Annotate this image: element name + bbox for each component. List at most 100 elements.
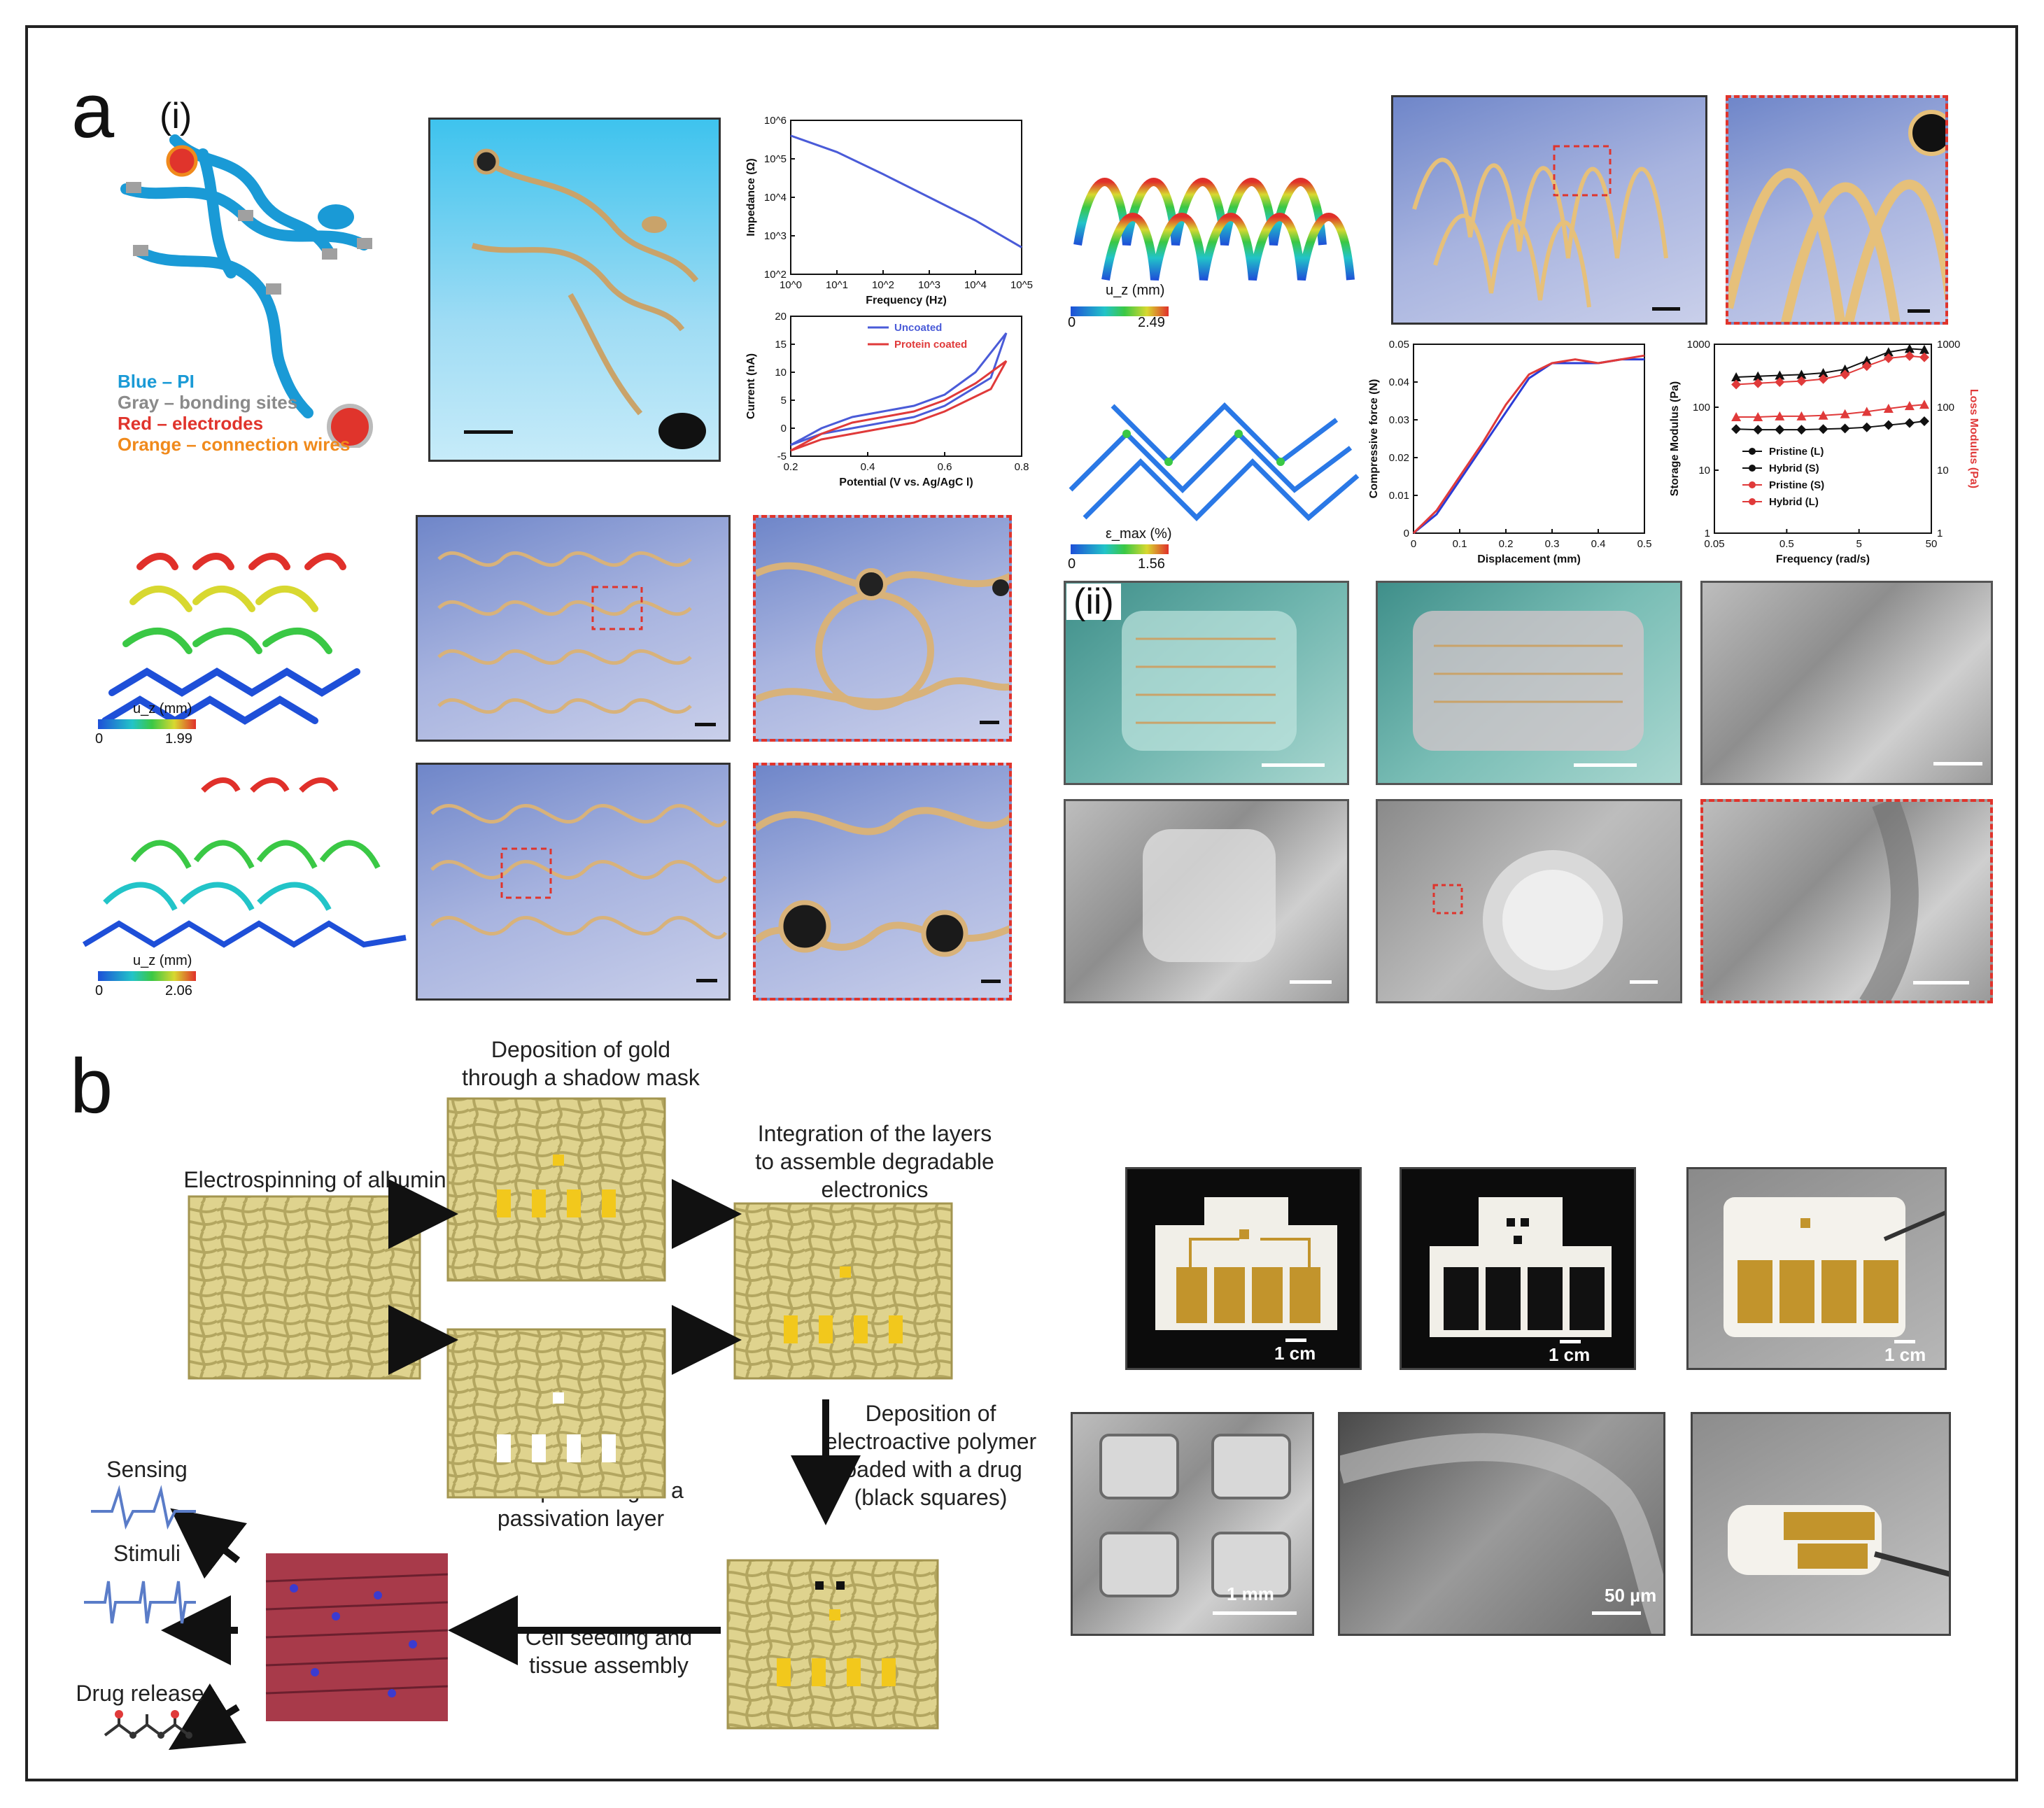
sem-image-3 [1376,799,1682,1003]
colorbar-3 [98,719,196,729]
device-photo-4 [416,763,731,1001]
x-tick-label: 0.4 [1591,538,1606,550]
output-stimuli-text: Stimuli [113,1541,181,1566]
device-photo-2 [1391,95,1707,325]
data-point [1775,425,1785,435]
device-photo-2-zoom [1726,95,1948,325]
series-line [1413,358,1644,535]
x-tick-label: 10^1 [826,279,848,291]
output-drug-release-text: Drug release [76,1681,204,1706]
fem-structure-uz-1 [1073,178,1355,281]
fiber-blocks [188,1097,953,1730]
series-line [790,332,1008,446]
data-point [1796,369,1807,379]
legend-marker [1749,498,1756,505]
y-tick-label: 0.01 [1389,490,1409,502]
y-tick-label: 1000 [1687,339,1710,351]
x-tick-label: 0.2 [784,461,798,473]
data-point [1883,347,1894,357]
data-point [1883,404,1894,414]
series-line [1736,420,1925,431]
data-point [1904,351,1915,361]
flow-step-3-text: Integration of the layers to assemble de… [755,1121,994,1202]
data-point [1883,420,1894,430]
panel-label-b: b [70,1043,113,1129]
data-point [1753,378,1763,388]
colorbar-4 [98,971,196,981]
y-tick-label: 0.03 [1389,414,1409,426]
colorbar-2-label: ε_max (%) [1106,526,1172,542]
y-axis-label-right: Loss Modulus (Pa) [1968,389,1980,488]
scalebar-sem2-label: 50 µm [1605,1585,1657,1606]
flow-step-2-text: Deposition of gold through a shadow mask [462,1037,700,1090]
legend-entry: Pristine (L) [1769,446,1824,458]
data-point [1919,352,1929,362]
y-tick-label: 10 [775,367,787,379]
legend-entry: Pristine (S) [1769,479,1824,491]
scalebar-sem1-label: 1 mm [1227,1583,1274,1604]
device-photo-blue [428,118,721,462]
stimuli-signal-icon [84,1581,196,1624]
x-tick-label: 0.3 [1545,538,1560,550]
figure-frame [25,25,2018,1781]
data-point [1731,424,1742,435]
data-point [1840,364,1850,374]
series-line [1412,354,1645,535]
y-tick-label-right: 10 [1937,465,1949,476]
x-tick-label: 0.05 [1704,538,1724,550]
colorbar-2 [1071,544,1169,554]
series-line [790,134,1022,248]
data-point [1796,376,1807,386]
data-point [1818,368,1828,378]
colorbar-1-min: 0 [1068,315,1076,330]
y-axis-label: Compressive force (N) [1368,379,1380,499]
colorbar-2-max: 1.56 [1138,556,1165,572]
y-tick-label: 15 [775,339,787,351]
device-photo-b3: 1 cm [1686,1167,1947,1370]
colorbar-1-label: u_z (mm) [1106,283,1165,298]
y-tick-label: 0 [781,423,787,435]
legend-red: Red – electrodes [118,413,264,434]
x-tick-label: 10^4 [964,279,987,291]
data-point [1904,401,1915,411]
data-point [1753,425,1763,435]
device-photo-b-rolled [1691,1412,1951,1636]
scalebar-b2-label: 1 cm [1549,1344,1591,1365]
data-point [1861,355,1872,365]
y-tick-label: 0.05 [1389,339,1409,351]
scalebar-b1-label: 1 cm [1274,1343,1316,1364]
y-tick-label: 10^5 [764,153,787,165]
x-axis-label: Frequency (Hz) [866,295,947,306]
series-line [790,360,1008,452]
panel-label-a-i: (i) [160,96,192,136]
legend-orange: Orange – connection wires [118,434,351,455]
structure-schematic [120,134,373,448]
data-point [1775,370,1785,380]
colorbar-4-label: u_z (mm) [133,953,192,968]
data-point [1840,369,1850,380]
x-tick-label: 0.1 [1453,538,1467,550]
data-point [1796,425,1807,435]
data-point [1861,361,1872,372]
sem-image-b1: 1 mm [1071,1412,1314,1636]
y-tick-label-right: 1 [1937,528,1943,539]
colorbar-4-max: 2.06 [165,983,192,998]
fem-structure-uz-2 [101,553,360,725]
y-tick-label: 1 [1705,528,1710,539]
legend-marker [1749,448,1756,455]
data-point [1904,418,1915,428]
colorbar-3-min: 0 [95,731,104,747]
device-photo-3 [416,515,731,742]
legend-entry: Hybrid (S) [1769,462,1819,474]
data-point [1861,422,1872,432]
x-tick-label: 10^5 [1010,279,1033,291]
y-axis-label: Storage Modulus (Pa) [1669,381,1681,496]
legend-blue: Blue – PI [118,371,195,392]
data-point [1775,411,1785,421]
x-tick-label: 0 [1411,538,1416,550]
y-tick-label: -5 [777,451,787,462]
device-photo-4-zoom [753,763,1012,1001]
